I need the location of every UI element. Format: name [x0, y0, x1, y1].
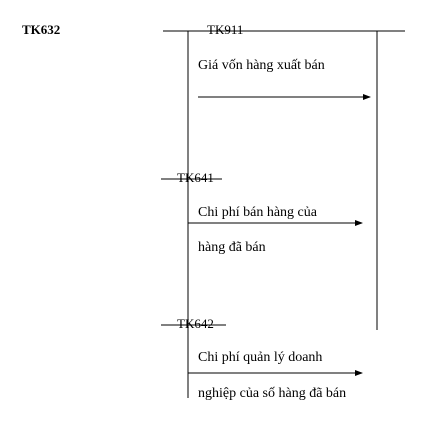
cogs-description: Giá vốn hàng xuất bán: [198, 58, 325, 73]
tk642-label: TK642: [177, 316, 214, 331]
selling-description-line1: Chi phí bán hàng của: [198, 205, 317, 220]
tk641-label: TK641: [177, 170, 214, 185]
tk632-label: TK632: [22, 22, 61, 37]
selling-description-line2: hàng đã bán: [198, 240, 266, 255]
admin-description-line1: Chi phí quản lý doanh: [198, 350, 323, 365]
admin-description-line2: nghiệp của số hàng đã bán: [198, 386, 347, 401]
tk911-label: TK911: [207, 22, 244, 37]
